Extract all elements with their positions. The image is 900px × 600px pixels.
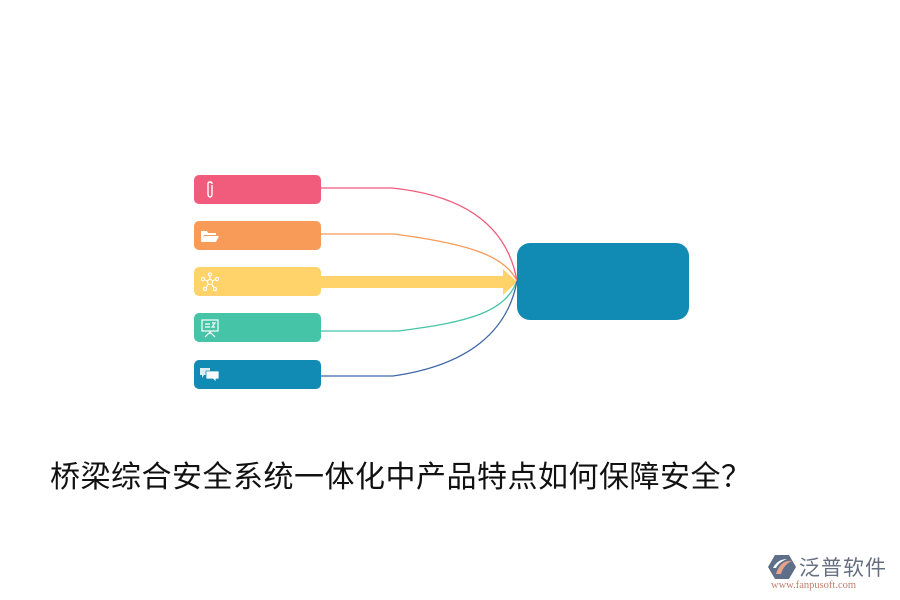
fanpu-logo-icon bbox=[767, 554, 797, 580]
node-4[interactable] bbox=[194, 313, 321, 342]
folder-open-icon bbox=[199, 225, 221, 247]
node-5[interactable] bbox=[194, 360, 321, 389]
brand-logo[interactable]: 泛普软件 www.fanpusoft.com bbox=[763, 552, 893, 597]
chat-bubbles-icon bbox=[199, 364, 221, 386]
connector-5 bbox=[321, 280, 518, 377]
node-3[interactable] bbox=[194, 267, 321, 296]
presentation-board-icon bbox=[199, 317, 221, 339]
paperclip-icon bbox=[199, 179, 221, 201]
center-node[interactable] bbox=[517, 243, 689, 320]
brand-url: www.fanpusoft.com bbox=[771, 580, 857, 591]
connector-1 bbox=[321, 187, 518, 282]
network-icon bbox=[199, 271, 221, 293]
node-2[interactable] bbox=[194, 221, 321, 250]
connector-2 bbox=[321, 233, 518, 282]
connector-3-shaft bbox=[321, 276, 504, 288]
connector-3-arrowhead bbox=[503, 269, 517, 295]
brand-name: 泛普软件 bbox=[799, 556, 887, 580]
node-1[interactable] bbox=[194, 175, 321, 204]
page-title: 桥梁综合安全系统一体化中产品特点如何保障安全？ bbox=[50, 460, 752, 495]
connector-4 bbox=[321, 280, 518, 332]
